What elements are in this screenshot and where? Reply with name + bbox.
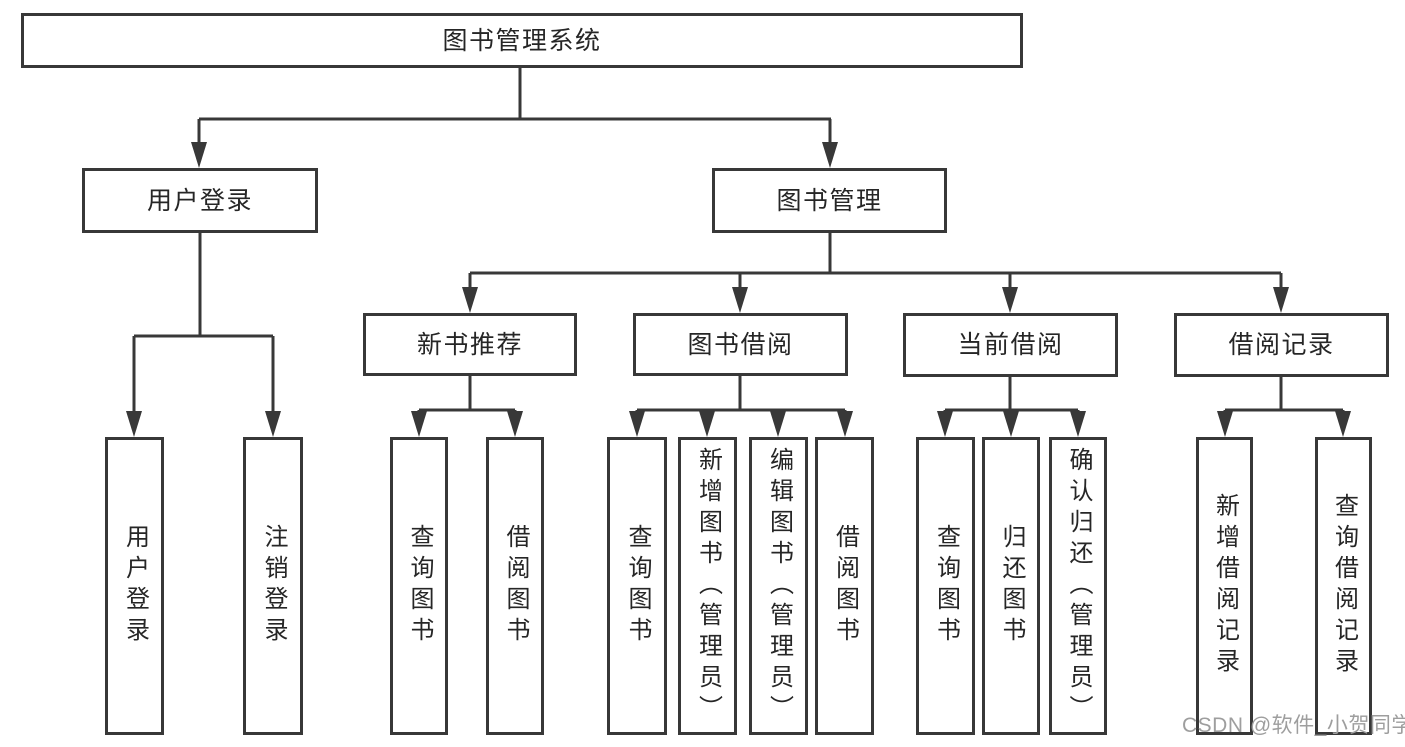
watermark: CSDN @软件_小贺同学 [1182, 714, 1405, 737]
node-label: 查询借阅记录 [1330, 493, 1358, 679]
node-leaf-confirm-return-admin: 确认归还（管理员） [1049, 437, 1107, 735]
node-label: 查询图书 [406, 524, 433, 648]
arrowhead-icon [732, 287, 748, 313]
node-root: 图书管理系统 [21, 13, 1023, 68]
arrowhead-icon [822, 142, 838, 168]
node-label: 新书推荐 [416, 330, 523, 359]
node-label: 用户登录 [146, 186, 253, 215]
node-label: 确认归还（管理员） [1065, 446, 1092, 726]
arrowhead-icon [1070, 411, 1086, 437]
node-user-login: 用户登录 [82, 168, 318, 233]
node-current-borrowing: 当前借阅 [903, 313, 1118, 377]
node-leaf-user-login: 用户登录 [105, 437, 164, 735]
node-leaf-return-book: 归还图书 [982, 437, 1040, 735]
node-label: 归还图书 [998, 524, 1025, 648]
node-leaf-logout: 注销登录 [243, 437, 303, 735]
node-leaf-query-books-rec: 查询图书 [390, 437, 448, 735]
node-label: 当前借阅 [957, 331, 1064, 359]
node-leaf-add-borrow-record: 新增借阅记录 [1196, 437, 1253, 735]
node-label: 图书借阅 [687, 330, 794, 359]
node-label: 查询图书 [932, 524, 960, 648]
node-label: 用户登录 [121, 524, 149, 648]
node-leaf-borrow-books-rec: 借阅图书 [486, 437, 544, 735]
arrowhead-icon [1335, 411, 1351, 437]
arrowhead-icon [1003, 411, 1019, 437]
node-leaf-query-books-current: 查询图书 [916, 437, 975, 735]
node-label: 图书管理系统 [442, 26, 602, 55]
node-leaf-query-books-borrow: 查询图书 [607, 437, 667, 735]
node-book-borrowing: 图书借阅 [633, 313, 848, 376]
arrowhead-icon [1273, 287, 1289, 313]
arrowhead-icon [126, 411, 142, 437]
arrowhead-icon [462, 287, 478, 313]
node-borrowing-records: 借阅记录 [1174, 313, 1389, 377]
node-leaf-borrow-books: 借阅图书 [815, 437, 874, 735]
arrowhead-icon [191, 142, 207, 168]
node-leaf-edit-book-admin: 编辑图书（管理员） [749, 437, 808, 735]
node-leaf-query-borrow-record: 查询借阅记录 [1315, 437, 1372, 735]
arrowhead-icon [937, 411, 953, 437]
node-book-management: 图书管理 [712, 168, 947, 233]
node-label: 编辑图书（管理员） [765, 446, 793, 726]
arrowhead-icon [1217, 411, 1233, 437]
node-label: 图书管理 [776, 186, 883, 215]
node-new-book-recommend: 新书推荐 [363, 313, 577, 376]
arrowhead-icon [770, 411, 786, 437]
node-label: 新增借阅记录 [1211, 493, 1239, 679]
node-label: 借阅图书 [831, 524, 859, 648]
node-label: 借阅图书 [502, 524, 529, 648]
arrowhead-icon [411, 411, 427, 437]
arrowhead-icon [629, 411, 645, 437]
arrowhead-icon [699, 411, 715, 437]
node-label: 注销登录 [260, 524, 287, 648]
node-leaf-add-book-admin: 新增图书（管理员） [678, 437, 737, 735]
node-label: 新增图书（管理员） [694, 446, 722, 726]
arrowhead-icon [265, 411, 281, 437]
arrowhead-icon [507, 411, 523, 437]
arrowhead-icon [837, 411, 853, 437]
node-label: 借阅记录 [1228, 331, 1335, 359]
node-label: 查询图书 [624, 524, 651, 648]
arrowhead-icon [1002, 287, 1018, 313]
